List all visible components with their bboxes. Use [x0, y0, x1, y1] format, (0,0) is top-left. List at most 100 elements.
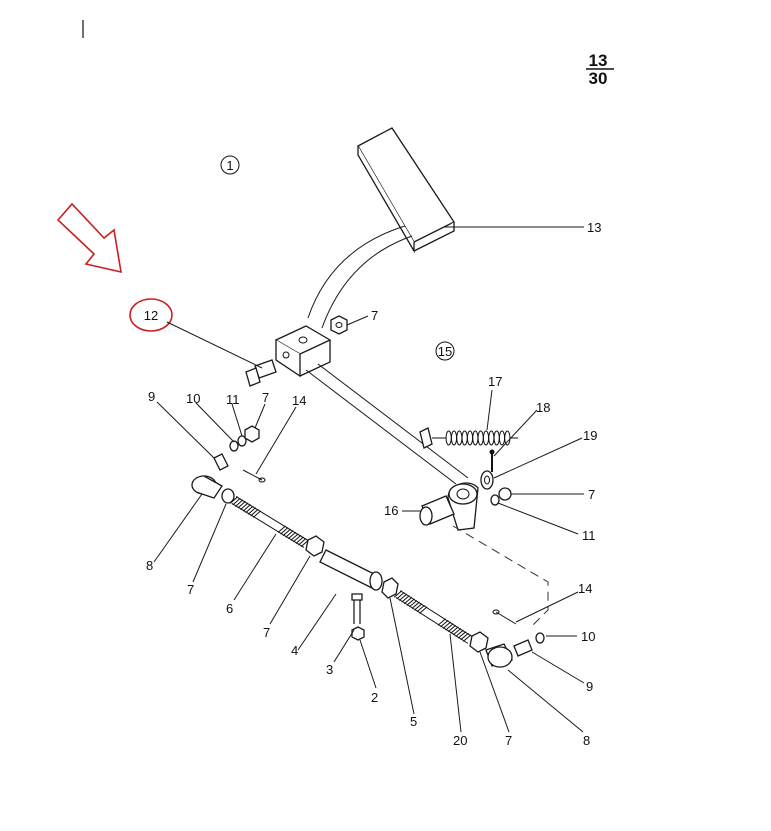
thread-line	[229, 496, 239, 504]
svg-text:15: 15	[438, 344, 452, 359]
thread-line	[406, 598, 415, 606]
spring-coil	[456, 430, 463, 446]
washer-10b	[535, 632, 545, 644]
callout-18: 18	[536, 400, 550, 415]
callout-4: 4	[291, 643, 298, 658]
page-number-bottom: 30	[589, 69, 608, 88]
callout-7: 7	[588, 487, 595, 502]
callout-19: 19	[583, 428, 597, 443]
spring-coil	[466, 430, 474, 446]
callout-9: 9	[586, 679, 593, 694]
washer-19-inner	[484, 475, 490, 485]
thread-line	[452, 628, 462, 636]
nut-7g	[381, 577, 399, 599]
thread-line	[232, 497, 241, 506]
thread-line	[403, 596, 413, 605]
callout-7: 7	[263, 625, 270, 640]
spring-coil	[472, 430, 479, 446]
thread-line	[293, 534, 302, 543]
nut-7e	[305, 535, 325, 557]
callout-11: 11	[226, 392, 240, 407]
callout-14: 14	[578, 581, 592, 596]
spring-coil	[498, 430, 506, 446]
thread-line	[235, 499, 244, 507]
spring-17	[432, 430, 518, 446]
callout-2: 2	[371, 690, 378, 705]
thread-line	[282, 528, 292, 537]
nut-7b	[244, 425, 260, 443]
thread-line	[445, 623, 454, 631]
callout-6: 6	[226, 601, 233, 616]
callout-10: 10	[186, 391, 200, 406]
ball-joint-8b	[485, 643, 513, 668]
pedal-pad	[357, 127, 455, 254]
spring-coil	[488, 430, 495, 446]
right-hub	[419, 482, 479, 531]
page-number: 13 30	[586, 51, 614, 88]
thread-line	[455, 629, 464, 637]
thread-line	[280, 527, 289, 535]
washer-11b	[490, 494, 500, 506]
lever-rod	[305, 363, 469, 485]
thread-line	[237, 501, 246, 509]
thread-line	[287, 531, 297, 540]
spring-coil	[450, 430, 458, 446]
callout-5: 5	[410, 714, 417, 729]
thread-line	[398, 593, 408, 601]
callout-7: 7	[505, 733, 512, 748]
highlight-arrow-icon	[56, 202, 122, 274]
pedal-arm	[307, 225, 413, 329]
thread-line	[450, 626, 459, 634]
spring-tab	[419, 427, 433, 449]
thread-line	[437, 618, 446, 626]
nut-2	[351, 626, 365, 641]
thread-line	[411, 601, 420, 609]
callout-11: 11	[582, 528, 596, 543]
callout-13: 13	[587, 220, 601, 235]
callout-8: 8	[146, 558, 153, 573]
group-label-15: 15	[435, 341, 455, 361]
threaded-rod-6	[229, 496, 309, 548]
callout-10: 10	[581, 629, 595, 644]
nut-7c	[498, 487, 512, 501]
dashed-guide	[452, 525, 549, 629]
thread-line	[240, 502, 249, 510]
callout-3: 3	[326, 662, 333, 677]
callout-7: 7	[187, 582, 194, 597]
threaded-rod-20	[393, 590, 473, 644]
thread-line	[247, 507, 257, 515]
thread-line	[457, 631, 467, 639]
spring-coil	[445, 430, 452, 446]
thread-line	[416, 604, 425, 613]
callout-7: 7	[262, 390, 269, 405]
callout-12: 12	[144, 308, 158, 323]
thread-line	[242, 504, 251, 512]
pedal-hub	[274, 325, 332, 378]
thread-line	[462, 634, 472, 642]
pin-18	[489, 449, 495, 472]
spring-coil	[482, 430, 490, 446]
spring-coil	[461, 430, 468, 446]
thread-line	[442, 621, 452, 629]
thread-line	[295, 536, 304, 544]
spring-coil	[477, 430, 484, 446]
sleeve-4	[319, 549, 383, 591]
callout-7: 7	[371, 308, 378, 323]
thread-line	[419, 606, 428, 614]
thread-line	[460, 632, 469, 641]
nut-7d	[221, 488, 235, 504]
bolt-3	[351, 593, 363, 624]
thread-line	[408, 600, 418, 608]
callout-20: 20	[453, 733, 467, 748]
stud-9b	[513, 639, 533, 657]
spring-coil	[504, 430, 511, 446]
thread-line	[285, 530, 294, 538]
thread-line	[414, 603, 423, 611]
thread-line	[447, 624, 457, 633]
bolt-12	[245, 359, 277, 387]
thread-line	[245, 505, 254, 514]
callout-14: 14	[292, 393, 306, 408]
svg-text:1: 1	[226, 158, 233, 173]
callout-17: 17	[488, 374, 502, 389]
